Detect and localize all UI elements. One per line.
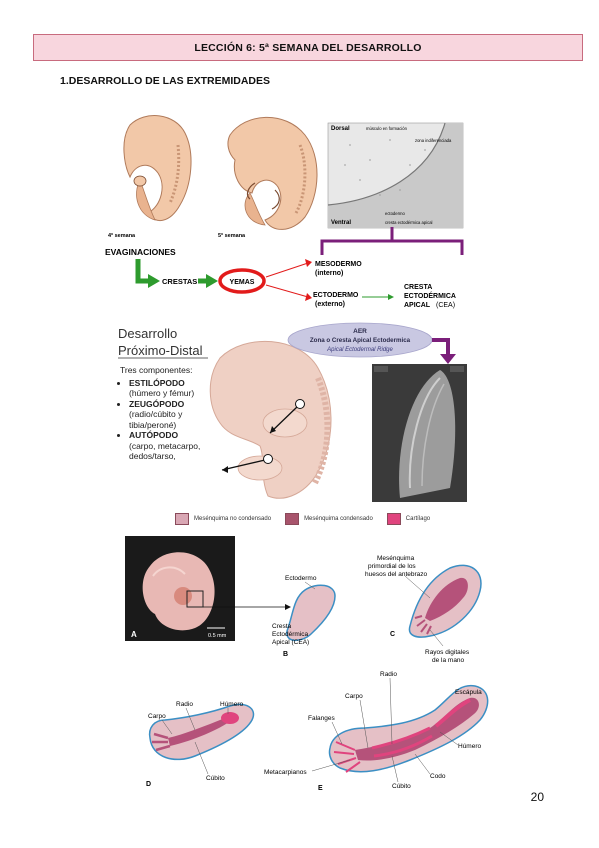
legend-swatch (386, 513, 401, 525)
rayos-label-1: Rayos digitales (425, 649, 470, 656)
carpo-label-e: Carpo (345, 693, 363, 700)
aer-en-label: Apical Ectodermal Ridge (326, 347, 393, 353)
section-title: 1.DESARROLLO DE LAS EXTREMIDADES (60, 75, 271, 87)
micro-ecto-label: ectodermo (385, 211, 405, 216)
legend-item: Cartílago (386, 513, 430, 525)
metacarpianos-label: Metacarpianos (264, 769, 307, 776)
label-e: E (318, 785, 323, 792)
micro-cresta-label: cresta ectodérmica apical (385, 220, 433, 225)
aer-label: AER (353, 328, 367, 335)
evaginaciones-label: EVAGINACIONES (105, 247, 176, 257)
cresta-label-2: ECTODÉRMICA (404, 291, 456, 300)
rayos-label-2: de la mano (432, 657, 465, 664)
cea-label-b2: Ectodérmica (272, 631, 309, 638)
limb-evagination-figure: 4ª semana 5ª semana Dorsal músculo en fo… (105, 115, 464, 309)
legend-item: Mesénquima condensado (285, 513, 373, 525)
crestas-label: CRESTAS (162, 277, 197, 286)
week5-label: 5ª semana (218, 232, 246, 239)
label-b: B (283, 651, 288, 658)
mes-label-2: primordial de los (368, 563, 416, 570)
embryo-limb-illustration (209, 340, 332, 499)
radio-label-d: Radio (176, 701, 193, 708)
escapula-label: Escápula (455, 689, 482, 696)
yemas-label: YEMAS (230, 279, 255, 286)
micro-musculo-label: músculo en formación (366, 126, 408, 131)
limb-bud-micrograph: Dorsal músculo en formación zona indifer… (327, 122, 464, 229)
cea-label-b1: Cresta (272, 623, 292, 630)
cresta-label-3: APICAL (404, 302, 431, 309)
radio-label-e: Radio (380, 671, 397, 678)
lesson-title: LECCIÓN 6: 5ª SEMANA DEL DESARROLLO (194, 41, 422, 54)
embryo-photo-a: A 0.5 mm (125, 536, 235, 641)
legend-swatch (285, 513, 300, 525)
limb-e: Carpo Radio Escápula Falanges Húmero Met… (264, 671, 489, 792)
humero-label-d: Húmero (220, 701, 244, 708)
component-item: ESTILÓPODO(húmero y fémur) (129, 378, 204, 399)
codo-label: Codo (430, 773, 446, 780)
legend: Mesénquima no condensado Mesénquima cond… (175, 513, 430, 525)
micro-zona-label: zona indiferenciada (415, 138, 452, 143)
components-intro: Tres componentes: (120, 365, 193, 375)
mes-label-3: huesos del antebrazo (365, 571, 428, 578)
embryo-week5-illustration (227, 116, 318, 230)
lesson-header: LECCIÓN 6: 5ª SEMANA DEL DESARROLLO (33, 34, 583, 61)
limb-bud-c: Mesénquima primordial de los huesos del … (365, 555, 482, 664)
cresta-label-1: CRESTA (404, 284, 432, 291)
mesodermo-label: MESODERMO (315, 261, 362, 268)
green-arrow-2 (206, 274, 218, 288)
yemas-circle (218, 268, 266, 294)
legend-swatch (175, 513, 189, 525)
page-number: 20 (530, 790, 544, 804)
cubito-label-d: Cúbito (206, 775, 225, 782)
limb-d: Carpo Radio Húmero Cúbito D (146, 701, 255, 788)
interno-label: (interno) (315, 270, 343, 277)
label-c: C (390, 631, 395, 638)
cea-label-b3: Apical (CEA) (272, 639, 309, 646)
falanges-label: Falanges (308, 715, 335, 722)
label-a: A (131, 630, 137, 639)
label-d: D (146, 781, 151, 788)
micro-dorsal-label: Dorsal (331, 126, 350, 132)
mes-label-1: Mesénquima (377, 555, 415, 562)
embryo-week4-illustration (123, 115, 192, 221)
pd-title-1: Desarrollo (118, 326, 177, 341)
limb-bud-b: Ectodermo Cresta Ectodérmica Apical (CEA… (272, 575, 336, 658)
week4-label: 4ª semana (108, 232, 136, 239)
limb-stages-abc-figure: A 0.5 mm Ectodermo Cresta Ectodérmica Ap… (125, 536, 482, 664)
ectodermo-label-b: Ectodermo (285, 575, 317, 582)
cea-label: (CEA) (436, 302, 455, 309)
component-item: ZEUGÓPODO(radio/cúbito y tibia/peroné) (129, 399, 204, 431)
components-list: Tres componentes: ESTILÓPODO(húmero y fé… (120, 365, 204, 462)
ectodermo-label: ECTODERMO (313, 292, 359, 299)
humero-label-e: Húmero (458, 743, 482, 750)
purple-bracket (320, 239, 464, 255)
legend-item: Mesénquima no condensado (175, 513, 271, 525)
carpo-label-d: Carpo (148, 713, 166, 720)
green-arrow-1 (135, 259, 150, 284)
micro-ventral-label: Ventral (331, 220, 351, 226)
purple-arrow (432, 338, 450, 356)
pd-title-2: Próximo-Distal (118, 343, 203, 358)
aer-es-label: Zona o Cresta Apical Ectodermica (310, 337, 411, 344)
limb-stages-de-figure: Carpo Radio Húmero Cúbito D Carpo Radio … (146, 671, 489, 792)
externo-label: (externo) (315, 301, 345, 308)
sem-limb-image (372, 364, 467, 502)
cubito-label-e: Cúbito (392, 783, 411, 790)
component-item: AUTÓPODO(carpo, metacarpo, dedos/tarso, (129, 430, 204, 462)
scale-label: 0.5 mm (208, 633, 227, 639)
proximo-distal-figure: Desarrollo Próximo-Distal AER Zona o Cre… (118, 322, 467, 502)
